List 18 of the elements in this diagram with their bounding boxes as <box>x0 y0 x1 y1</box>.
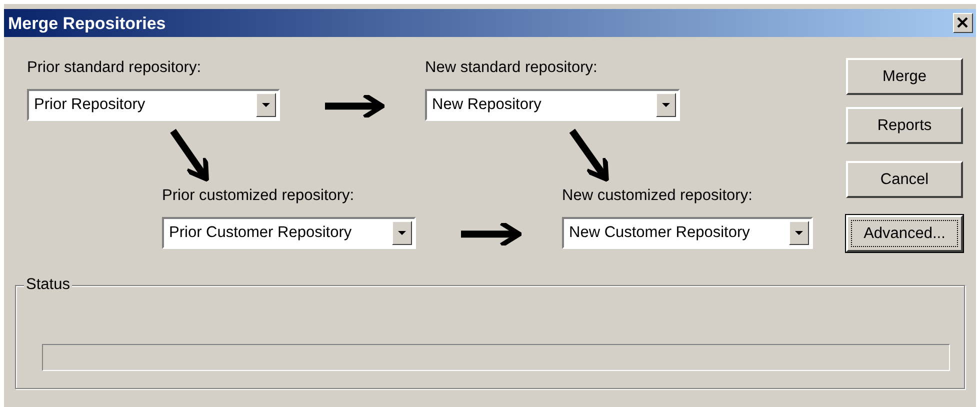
dropdown-field: Prior Repository <box>27 89 280 121</box>
push-button: Merge <box>846 58 963 95</box>
arrow <box>325 92 385 120</box>
push-button: Advanced... <box>846 215 963 252</box>
arrow <box>170 128 209 182</box>
dropdown-field: New Repository <box>425 89 680 121</box>
field-label: Prior standard repository: <box>27 59 202 77</box>
progress-bar <box>42 344 950 371</box>
push-button: Cancel <box>846 161 963 198</box>
arrow <box>461 220 522 248</box>
field-label: New standard repository: <box>425 59 598 77</box>
field-label: New customized repository: <box>562 187 752 205</box>
field-label: Prior customized repository: <box>162 187 354 205</box>
arrow <box>569 128 609 182</box>
push-button: Reports <box>846 107 963 144</box>
dialog-title: Merge Repositories <box>8 14 166 34</box>
dropdown-field: Prior Customer Repository <box>162 217 416 249</box>
dropdown-field: New Customer Repository <box>562 217 813 249</box>
